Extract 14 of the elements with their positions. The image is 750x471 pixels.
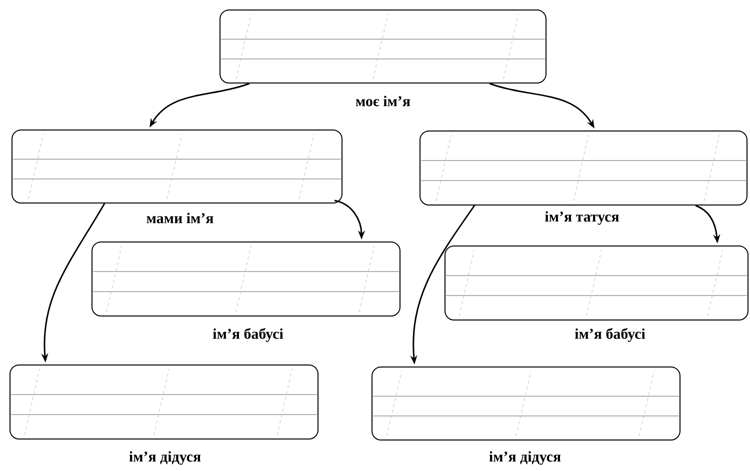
node-label: ім’я татуся xyxy=(545,211,619,225)
writing-box xyxy=(10,364,318,440)
writing-box xyxy=(12,129,342,204)
writing-box xyxy=(420,130,748,206)
writing-box xyxy=(92,241,400,316)
node-label: ім’я бабусі xyxy=(212,328,284,342)
node-label: мами ім’я xyxy=(146,212,214,224)
writing-box xyxy=(220,10,546,84)
node-label: ім’я дідуся xyxy=(129,451,201,465)
writing-box xyxy=(444,245,748,320)
node-label: ім’я бабусі xyxy=(574,328,646,342)
node-label: ім’я дідуся xyxy=(489,451,561,465)
node-label: моє ім’я xyxy=(356,96,410,106)
writing-box xyxy=(372,366,680,440)
